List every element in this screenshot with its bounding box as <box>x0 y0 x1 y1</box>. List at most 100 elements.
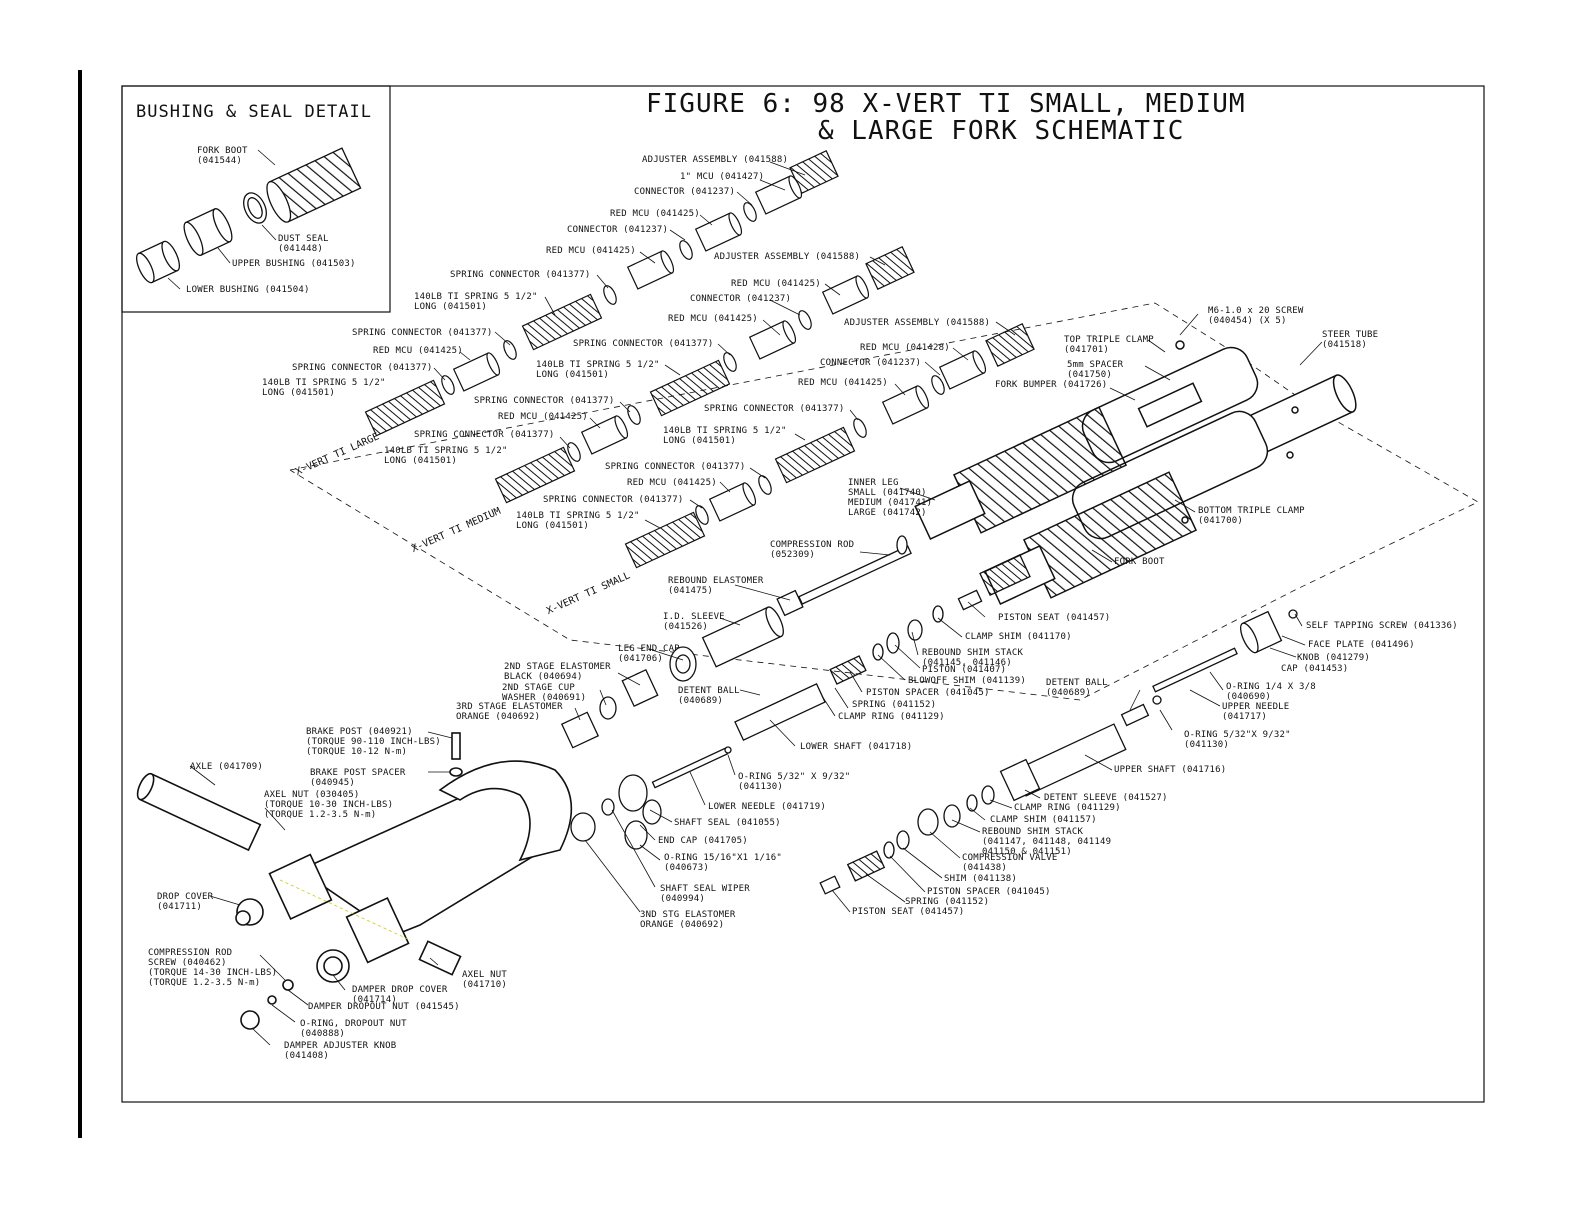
stack-1-part-7 <box>603 285 617 305</box>
inset-label-dust-seal: DUST SEAL (041448) <box>278 234 329 254</box>
label-knob: KNOB (041279) <box>1297 653 1371 663</box>
label-compression-rod: COMPRESSION ROD (052309) <box>770 540 855 560</box>
stack-1-part-8 <box>521 293 603 351</box>
label-spacer: 5mm SPACER (041750) <box>1067 360 1124 380</box>
label-connector-2: CONNECTOR (041237) <box>567 225 669 235</box>
label-fork-bumper: FORK BUMPER (041726) <box>995 380 1108 390</box>
label-bottom-clamp: BOTTOM TRIPLE CLAMP (041700) <box>1198 506 1305 526</box>
label-piston: PISTON (041407) <box>922 665 1007 675</box>
label-damper-drop-cover: DAMPER DROP COVER (041714) <box>352 985 448 1005</box>
stack-2-part-2 <box>821 275 870 315</box>
label-shim: SHIM (041138) <box>944 874 1018 884</box>
label-spring-connector-8: SPRING CONNECTOR (041377) <box>605 462 746 472</box>
label-red-mcu-9: RED MCU (041425) <box>627 478 717 488</box>
label-spring-connector-3: SPRING CONNECTOR (041377) <box>292 363 433 373</box>
label-spring-connector-7: SPRING CONNECTOR (041377) <box>704 404 845 414</box>
stack-2-part-8 <box>580 415 629 455</box>
label-compression-valve: COMPRESSION VALVE (041438) <box>962 853 1058 873</box>
inset-label-upper-bushing: UPPER BUSHING (041503) <box>232 259 356 269</box>
stack-3-part-7 <box>758 475 772 495</box>
label-oring-2: O-RING 15/16"X1 1/16" (040673) <box>664 853 782 873</box>
label-clamp-ring-1: CLAMP RING (041129) <box>838 712 945 722</box>
label-connector-4: CONNECTOR (041237) <box>820 358 922 368</box>
stack-3-part-8 <box>708 482 757 522</box>
stack-3-part-3 <box>931 375 945 395</box>
stack-3-part-6 <box>774 426 856 484</box>
fork-upper-assembly <box>914 340 1357 605</box>
label-mcu-1: 1" MCU (041427) <box>680 172 765 182</box>
label-self-tapping-screw: SELF TAPPING SCREW (041336) <box>1306 621 1458 631</box>
stack-2-part-7 <box>627 405 641 425</box>
stack-3-part-9 <box>695 505 709 525</box>
label-spring-connector-6: SPRING CONNECTOR (041377) <box>414 430 555 440</box>
label-spring-a: SPRING (041152) <box>852 700 937 710</box>
leader-lines <box>189 161 1323 1046</box>
label-axel-nut-2: AXEL NUT (041710) <box>462 970 507 990</box>
label-spring-6: 140LB TI SPRING 5 1/2" LONG (041501) <box>516 511 640 531</box>
margin-bar <box>78 70 82 1138</box>
label-screw: M6-1.0 x 20 SCREW (040454) (X 5) <box>1208 306 1304 326</box>
label-spring-5: 140LB TI SPRING 5 1/2" LONG (041501) <box>663 426 787 446</box>
label-spring-b: SPRING (041152) <box>905 897 990 907</box>
label-damper-adjuster-knob: DAMPER ADJUSTER KNOB (041408) <box>284 1041 397 1061</box>
label-red-mcu-1: RED MCU (041425) <box>610 209 700 219</box>
stack-2-part-4 <box>748 320 797 360</box>
lower-legs <box>136 732 573 1030</box>
label-brake-post-spacer: BRAKE POST SPACER (040945) <box>310 768 406 788</box>
label-brake-post: BRAKE POST (040921) (TORQUE 90-110 INCH-… <box>306 727 441 757</box>
label-red-mcu-4: RED MCU (041425) <box>731 279 821 289</box>
label-oring-4: O-RING 5/32"X 9/32" (041130) <box>1184 730 1291 750</box>
label-spring-connector-4: SPRING CONNECTOR (041377) <box>573 339 714 349</box>
label-rebound-shim-stack-2: REBOUND SHIM STACK (041147, 041148, 0411… <box>982 827 1112 857</box>
label-rebound-shim-stack-1: REBOUND SHIM STACK (041145, 041146) <box>922 648 1024 668</box>
label-spring-connector-1: SPRING CONNECTOR (041377) <box>450 270 591 280</box>
damper-internals <box>560 535 1031 850</box>
label-blowoff-shim: BLOWOFF SHIM (041139) <box>908 676 1026 686</box>
label-compression-rod-screw: COMPRESSION ROD SCREW (040462) (TORQUE 1… <box>148 948 278 988</box>
label-3rd-stage-elastomer: 3RD STAGE ELASTOMER ORANGE (040692) <box>456 702 563 722</box>
label-oring-1: O-RING 5/32" X 9/32" (041130) <box>738 772 851 792</box>
label-upper-needle: UPPER NEEDLE (041717) <box>1222 702 1290 722</box>
label-spring-connector-9: SPRING CONNECTOR (041377) <box>543 495 684 505</box>
label-piston-spacer-1: PISTON SPACER (041045) <box>866 688 990 698</box>
inset-frame <box>121 85 391 313</box>
inset-parts <box>135 147 362 290</box>
label-spring-connector-5: SPRING CONNECTOR (041377) <box>474 396 615 406</box>
label-oring-3: O-RING 1/4 X 3/8 (040690) <box>1226 682 1316 702</box>
stack-1-part-9 <box>503 340 517 360</box>
label-upper-shaft: UPPER SHAFT (041716) <box>1114 765 1227 775</box>
stack-3-part-1 <box>985 323 1035 367</box>
stack-1-part-12 <box>364 379 446 437</box>
figure-title-line2: & LARGE FORK SCHEMATIC <box>818 116 1185 146</box>
label-spring-1: 140LB TI SPRING 5 1/2" LONG (041501) <box>414 292 538 312</box>
label-red-mcu-5: RED MCU (041425) <box>668 314 758 324</box>
label-lower-needle: LOWER NEEDLE (041719) <box>708 802 826 812</box>
label-drop-cover: DROP COVER (041711) <box>157 892 214 912</box>
inset-label-lower-bushing: LOWER BUSHING (041504) <box>186 285 310 295</box>
drawing-frame <box>121 85 1485 1103</box>
label-connector-1: CONNECTOR (041237) <box>634 187 736 197</box>
label-axel-nut-1: AXEL NUT (030405) (TORQUE 10-30 INCH-LBS… <box>264 790 394 820</box>
label-2nd-stage-elastomer: 2ND STAGE ELASTOMER BLACK (040694) <box>504 662 611 682</box>
label-connector-3: CONNECTOR (041237) <box>690 294 792 304</box>
stack-3-part-2 <box>938 350 987 390</box>
stack-2-part-3 <box>798 310 812 330</box>
label-rebound-elastomer: REBOUND ELASTOMER (041475) <box>668 576 764 596</box>
label-damper-dropout-nut: DAMPER DROPOUT NUT (041545) <box>308 1002 460 1012</box>
label-shaft-seal-wiper: SHAFT SEAL WIPER (040994) <box>660 884 750 904</box>
label-spring-2: 140LB TI SPRING 5 1/2" LONG (041501) <box>262 378 386 398</box>
label-detent-ball-1: DETENT BALL (040689) <box>678 686 740 706</box>
stack-1-part-10 <box>452 352 501 392</box>
stack-1-part-4 <box>694 212 743 252</box>
label-inner-leg: INNER LEG SMALL (041740) MEDIUM (041741)… <box>848 478 933 518</box>
label-steer-tube: STEER TUBE (041518) <box>1322 330 1379 350</box>
stack-2-part-6 <box>649 359 731 417</box>
label-axle: AXLE (041709) <box>190 762 264 772</box>
label-spring-connector-2: SPRING CONNECTOR (041377) <box>352 328 493 338</box>
label-face-plate: FACE PLATE (041496) <box>1308 640 1415 650</box>
label-cap: CAP (041453) <box>1281 664 1349 674</box>
label-shaft-seal: SHAFT SEAL (041055) <box>674 818 781 828</box>
stack-3-part-10 <box>624 511 706 569</box>
label-end-cap: END CAP (041705) <box>658 836 748 846</box>
stack-3-part-5 <box>853 418 867 438</box>
